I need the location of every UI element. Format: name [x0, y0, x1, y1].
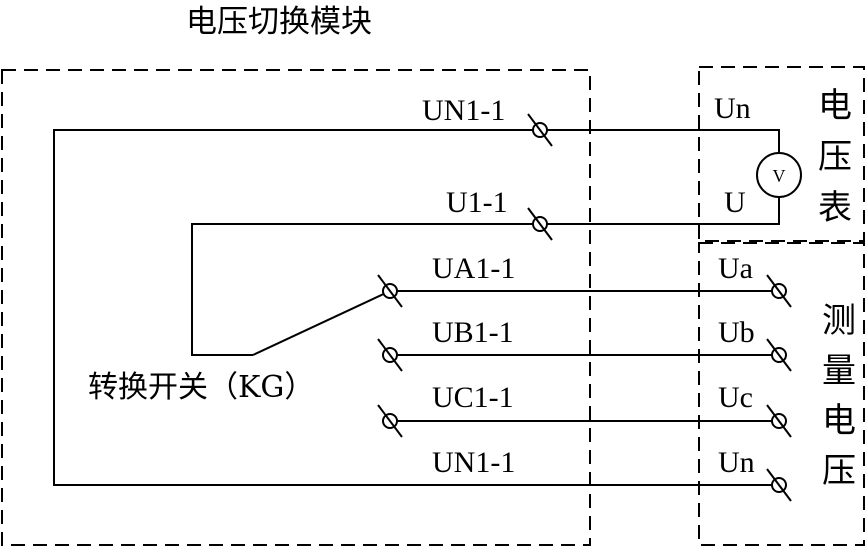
voltmeter-title-char-2: 压	[818, 137, 852, 177]
terminal-label-uc: Uc	[718, 381, 753, 414]
terminal-label-ua: Ua	[718, 252, 753, 285]
wire-u-common	[191, 197, 780, 356]
terminal-marker-uc1-1	[377, 404, 403, 438]
terminal-marker-ua	[766, 274, 792, 308]
terminal-marker-un-measure	[766, 468, 792, 502]
module-box	[1, 69, 591, 546]
measure-title-char-1: 测	[822, 301, 856, 341]
module-title: 电压切换模块	[186, 4, 372, 40]
measure-box	[698, 242, 865, 546]
voltmeter-symbol	[756, 152, 802, 198]
terminal-label-un-meter: Un	[714, 92, 751, 125]
terminal-marker-u1-1	[527, 207, 553, 241]
switch-blade	[252, 290, 391, 356]
voltmeter-symbol-label: V	[773, 166, 786, 186]
wires	[53, 129, 780, 486]
terminal-label-u-meter: U	[724, 186, 746, 219]
terminal-markers	[377, 113, 792, 502]
terminal-marker-ua1-1	[377, 274, 403, 308]
voltmeter-title-char-3: 表	[818, 188, 852, 228]
terminal-marker-ub	[766, 338, 792, 372]
terminal-marker-uc	[766, 404, 792, 438]
switch-label: 转换开关（KG）	[88, 370, 314, 405]
measure-title-char-2: 量	[822, 351, 856, 391]
measure-title-char-4: 压	[822, 451, 856, 491]
terminal-marker-un1-1-top	[527, 113, 553, 147]
wire-un-loop	[53, 129, 780, 486]
terminal-label-u1-1: U1-1	[446, 186, 508, 219]
terminal-label-un-measure: Un	[718, 446, 755, 479]
voltmeter-box	[698, 66, 865, 242]
voltmeter-title-char-1: 电	[818, 86, 852, 126]
terminal-marker-ub1-1	[377, 338, 403, 372]
terminal-label-un1-1-bottom: UN1-1	[432, 446, 515, 479]
terminal-label-uc1-1: UC1-1	[432, 381, 514, 414]
terminal-label-ua1-1: UA1-1	[432, 252, 515, 285]
terminal-label-ub1-1: UB1-1	[432, 316, 514, 349]
measure-title-char-3: 电	[822, 401, 856, 441]
terminal-label-ub: Ub	[718, 316, 755, 349]
terminal-label-un1-1-top: UN1-1	[422, 94, 505, 127]
